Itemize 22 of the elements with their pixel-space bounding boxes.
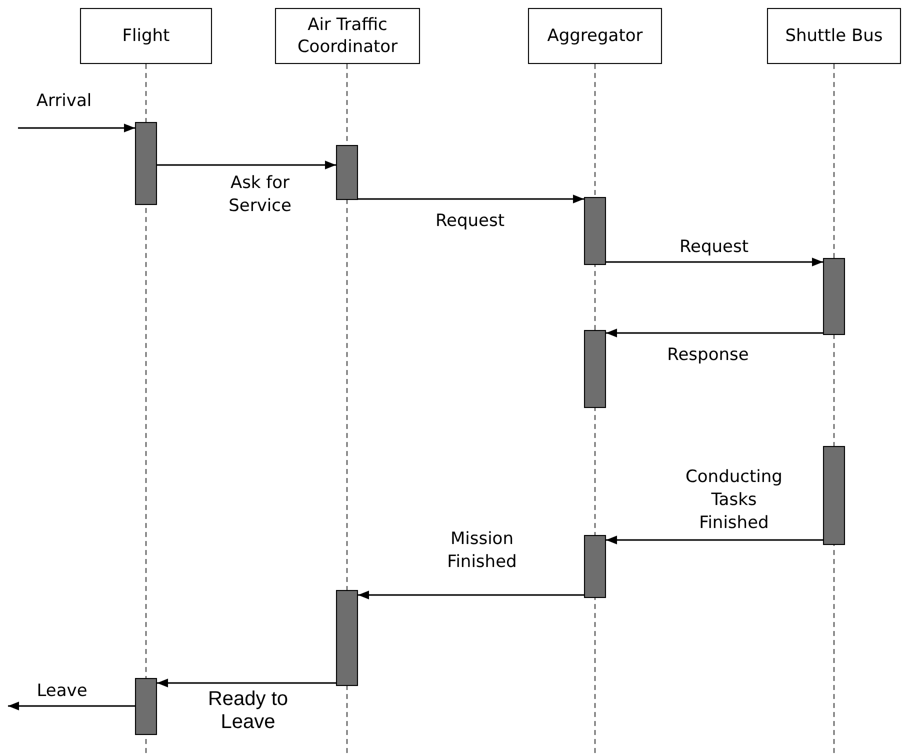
message-arrow bbox=[18, 124, 135, 132]
participant-header: Aggregator bbox=[528, 8, 662, 64]
message-arrow bbox=[606, 258, 823, 266]
message-arrow bbox=[358, 590, 584, 600]
activation-bar bbox=[823, 258, 845, 335]
activation-bar bbox=[135, 678, 157, 735]
participant-header: Flight bbox=[80, 8, 212, 64]
message-arrow bbox=[606, 328, 823, 338]
message-arrow bbox=[358, 194, 584, 204]
participant-header: Air Traffic Coordinator bbox=[275, 8, 420, 64]
activation-bar bbox=[336, 145, 358, 200]
activation-bar bbox=[584, 197, 606, 265]
activation-bar bbox=[584, 330, 606, 408]
activation-bar bbox=[823, 446, 845, 545]
message-arrow bbox=[606, 536, 823, 544]
participant-header: Shuttle Bus bbox=[767, 8, 901, 64]
message-arrow bbox=[157, 160, 336, 170]
message-arrow bbox=[157, 678, 336, 688]
activation-bar bbox=[135, 122, 157, 205]
activation-bar bbox=[584, 535, 606, 598]
message-arrow bbox=[8, 702, 135, 710]
activation-bar bbox=[336, 590, 358, 686]
